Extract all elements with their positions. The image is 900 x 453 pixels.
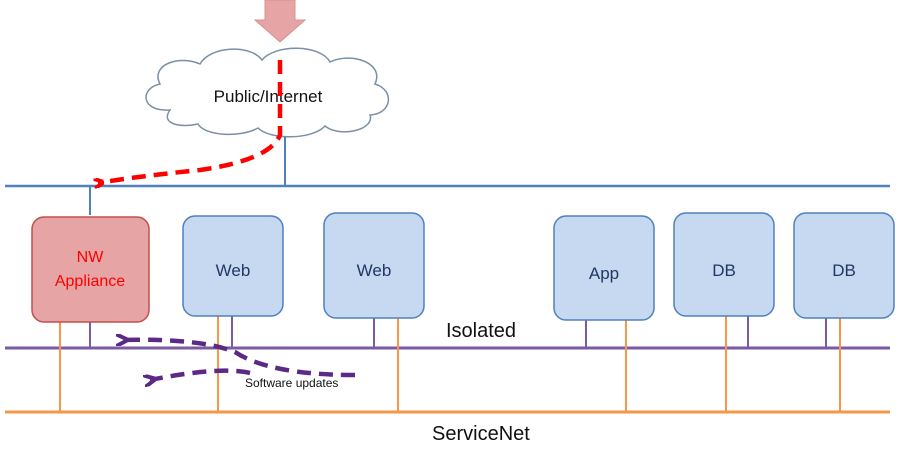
node-web-2: Web [323,212,425,319]
servicenet-connectors [59,316,841,412]
incoming-traffic-arrow [253,0,307,43]
isolated-label: Isolated [446,320,516,342]
db-1-label: DB [712,261,736,280]
node-db-1: DB [673,212,775,317]
software-update-arrow-upper [122,340,356,378]
app-label: App [589,264,619,283]
node-db-2: DB [793,212,895,319]
cloud-label: Public/Internet [214,87,323,106]
software-updates-label: Software updates [245,376,338,390]
internet-cloud-shape [145,47,390,138]
node-web-1: Web [182,215,284,317]
isolated-connectors [89,316,827,348]
db-2-label: DB [832,261,856,280]
node-app: App [553,215,655,321]
nw-appliance-label-line1: NW [77,249,105,266]
software-update-arrow-lower [150,368,251,380]
traffic-path-arrow [98,60,283,183]
web-1-label: Web [216,261,251,280]
nw-appliance-label-line2: Appliance [55,273,125,290]
node-nw-appliance: NW Appliance [31,216,150,323]
web-2-label: Web [357,261,392,280]
servicenet-label: ServiceNet [432,423,530,445]
